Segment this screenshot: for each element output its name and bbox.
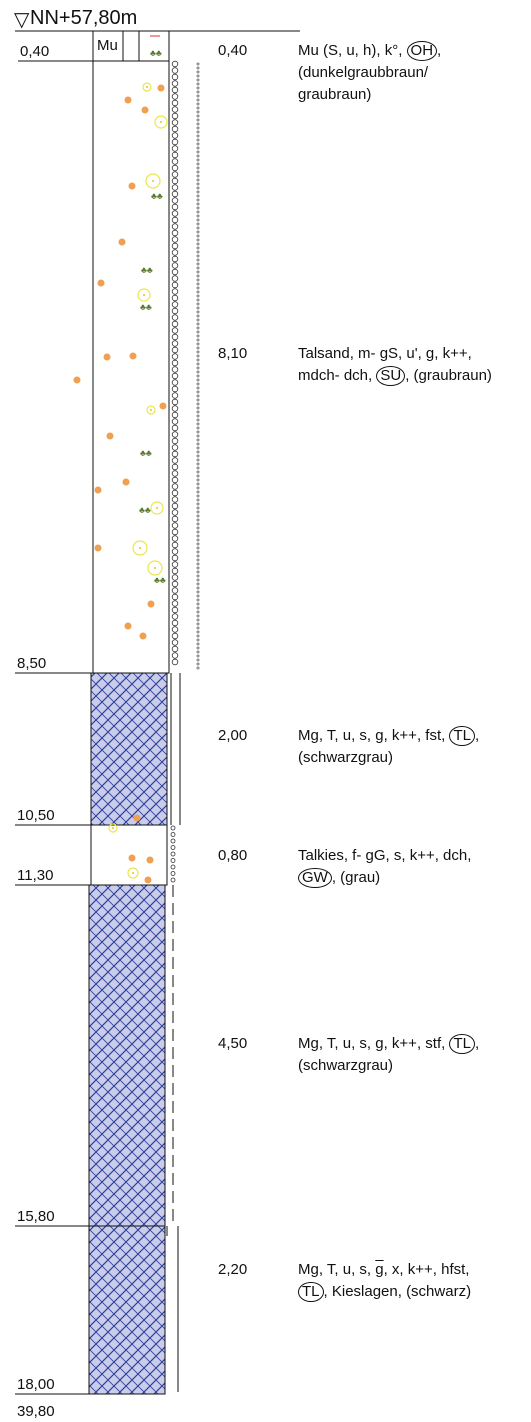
layer-thickness: 4,50	[218, 1035, 248, 1052]
layer-description: Mu (S, u, h), k°, OH, (dunkelgraubbraun/…	[298, 41, 442, 103]
soil-code-badge: TL	[298, 1282, 324, 1302]
layer-description: Talsand, m- gS, u', g, k++, mdch- dch, S…	[298, 345, 492, 386]
level-marker-icon: ▽	[14, 9, 30, 31]
layer-clay-1	[90, 672, 168, 826]
soil-code-badge: GW	[298, 868, 332, 888]
svg-text:♣♣: ♣♣	[141, 265, 153, 275]
soil-code-badge: TL	[449, 726, 475, 746]
svg-text:♣♣: ♣♣	[150, 48, 162, 58]
svg-text:♣♣: ♣♣	[139, 505, 151, 515]
layer-thickness: 0,80	[218, 847, 248, 864]
depth-label: 15,80	[17, 1208, 55, 1225]
svg-text:♣♣: ♣♣	[140, 302, 152, 312]
soil-code-badge: TL	[449, 1034, 475, 1054]
layer-clay-2	[88, 884, 166, 1227]
depth-label: 18,00	[17, 1376, 55, 1393]
layer-thickness: 2,00	[218, 727, 248, 744]
filter-gravel-column	[170, 60, 200, 883]
soil-code-badge: SU	[376, 366, 406, 386]
layer-description: Mg, T, u, s, g, x, k++, hfst, TL, Kiesla…	[298, 1261, 472, 1302]
layer-description: Mg, T, u, s, g, k++, stf, TL, (schwarzgr…	[298, 1034, 480, 1074]
svg-text:♣♣: ♣♣	[154, 575, 166, 585]
layer-clay-3	[88, 1225, 166, 1395]
layer-description: Talkies, f- gG, s, k++, dch, GW, (grau)	[298, 847, 472, 888]
depth-label: 8,50	[17, 655, 46, 672]
layer-thickness: 2,20	[218, 1261, 248, 1278]
layer-code-label: Mu	[97, 37, 118, 54]
svg-text:♣♣: ♣♣	[140, 448, 152, 458]
layer-description: Mg, T, u, s, g, k++, fst, TL, (schwarzgr…	[298, 726, 480, 766]
header-title: NN+57,80m	[30, 7, 137, 29]
layer-thickness: 0,40	[218, 42, 248, 59]
svg-text:♣♣: ♣♣	[151, 191, 163, 201]
layer-thickness: 8,10	[218, 345, 248, 362]
sand-symbols: ♣♣ ♣♣ ♣♣ ♣♣ ♣♣ ♣♣	[73, 82, 168, 884]
final-depth-label: 39,80	[17, 1403, 55, 1420]
depth-label: 11,30	[17, 867, 53, 884]
soil-code-badge: OH	[406, 41, 438, 61]
depth-label: 0,40	[20, 43, 49, 60]
depth-label: 10,50	[17, 807, 55, 824]
layer-talsand	[92, 60, 170, 674]
